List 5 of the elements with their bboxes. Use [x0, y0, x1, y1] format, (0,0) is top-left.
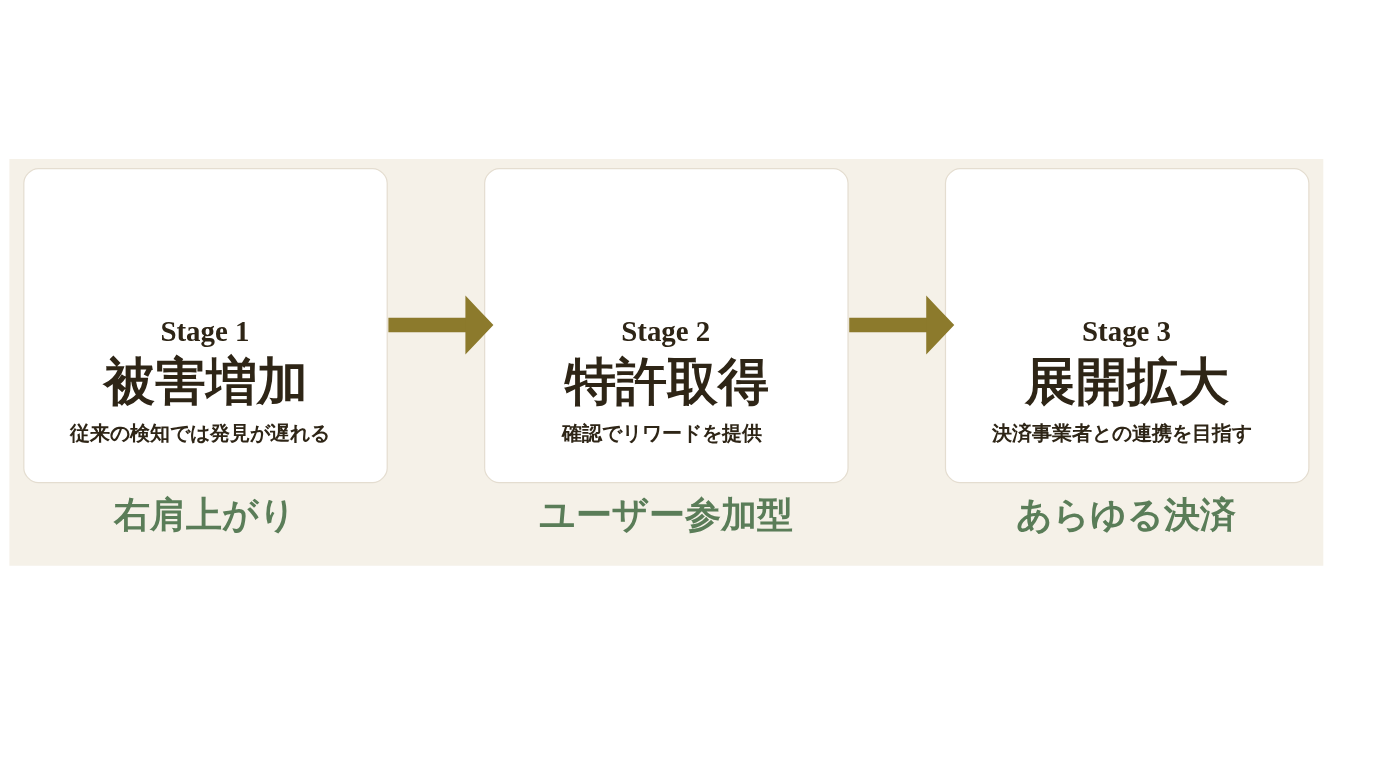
node-label: 右肩上がり: [114, 494, 297, 537]
node-label: あらゆる決済: [1016, 494, 1237, 537]
arrow: [388, 295, 494, 355]
arrow: [849, 295, 955, 355]
node-label: ユーザー参加型: [538, 494, 793, 537]
